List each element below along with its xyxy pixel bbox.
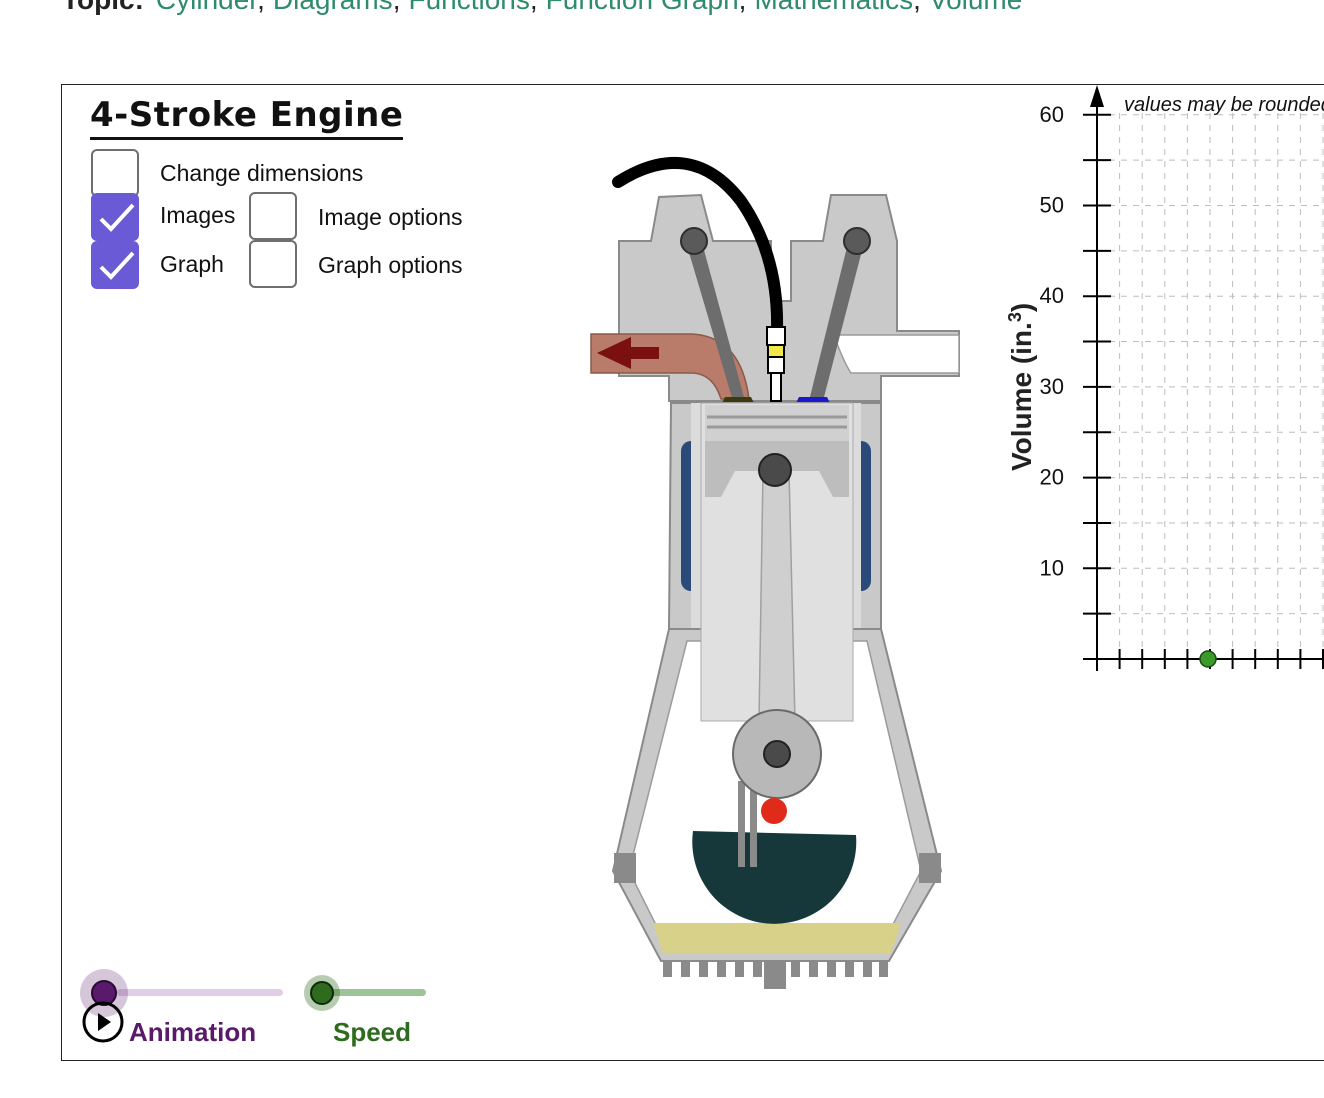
oil-sump: [653, 923, 901, 953]
y-tick-label: 10: [1040, 555, 1064, 580]
engine-applet: 4-Stroke Engine Change dimensions Images…: [61, 84, 1324, 1061]
y-tick-label: 60: [1040, 102, 1064, 127]
y-axis-label: Volume (in.3): [1005, 303, 1037, 471]
topic-link-diagrams[interactable]: Diagrams: [273, 0, 393, 15]
animation-label: Animation: [129, 1017, 257, 1047]
speed-slider-track[interactable]: [316, 989, 426, 996]
topic-bar: Topic:Cylinder,Diagrams,Functions,Functi…: [62, 0, 1022, 16]
y-tick-label: 40: [1040, 283, 1064, 308]
engine-illustration: [590, 157, 960, 989]
images-checkbox[interactable]: [91, 193, 139, 241]
image-options-label: Image options: [318, 204, 463, 230]
topic-link-functions[interactable]: Functions: [408, 0, 529, 15]
spark-plug: [612, 157, 786, 402]
topic-link-volume[interactable]: Volume: [929, 0, 1022, 15]
speed-slider-knob[interactable]: [302, 973, 342, 1013]
app-title: 4-Stroke Engine: [90, 95, 404, 140]
play-icon[interactable]: [80, 999, 126, 1045]
crank-pin-marker: [761, 798, 787, 824]
change-dimensions-checkbox[interactable]: [91, 149, 139, 197]
speed-label: Speed: [333, 1017, 412, 1047]
exhaust-arrow-icon: [597, 337, 659, 369]
y-tick-label: 20: [1040, 465, 1064, 490]
volume-graph: 60 50 40 30 20 10 values may be rounded Volum…: [1005, 85, 1324, 671]
topic-link-mathematics[interactable]: Mathematics: [754, 0, 913, 15]
image-options-checkbox[interactable]: [249, 192, 297, 240]
topic-link-cylinder[interactable]: Cylinder: [156, 0, 257, 15]
animation-slider-track[interactable]: [117, 989, 283, 996]
graph-options-label: Graph options: [318, 252, 463, 278]
valves: [680, 227, 871, 405]
graph-options-checkbox[interactable]: [249, 240, 297, 288]
y-tick-label: 30: [1040, 374, 1064, 399]
volume-point[interactable]: [1199, 650, 1217, 668]
graph-grid: [1097, 113, 1324, 659]
checkmark-icon: [99, 251, 135, 280]
graph-note: values may be rounded: [1124, 94, 1324, 116]
piston-and-rod: [700, 402, 854, 824]
y-axis-arrow-icon: [1090, 85, 1104, 107]
graph-checkbox[interactable]: [91, 241, 139, 289]
topic-label: Topic:: [62, 0, 144, 15]
y-tick-labels: 60 50 40 30 20 10: [1040, 102, 1064, 580]
graph-label: Graph: [160, 251, 224, 277]
crankshaft: [692, 781, 857, 924]
images-label: Images: [160, 202, 236, 228]
change-dimensions-label: Change dimensions: [160, 160, 364, 186]
y-tick-label: 50: [1040, 193, 1064, 218]
checkmark-icon: [99, 203, 135, 232]
topic-link-function-graph[interactable]: Function Graph: [546, 0, 739, 15]
